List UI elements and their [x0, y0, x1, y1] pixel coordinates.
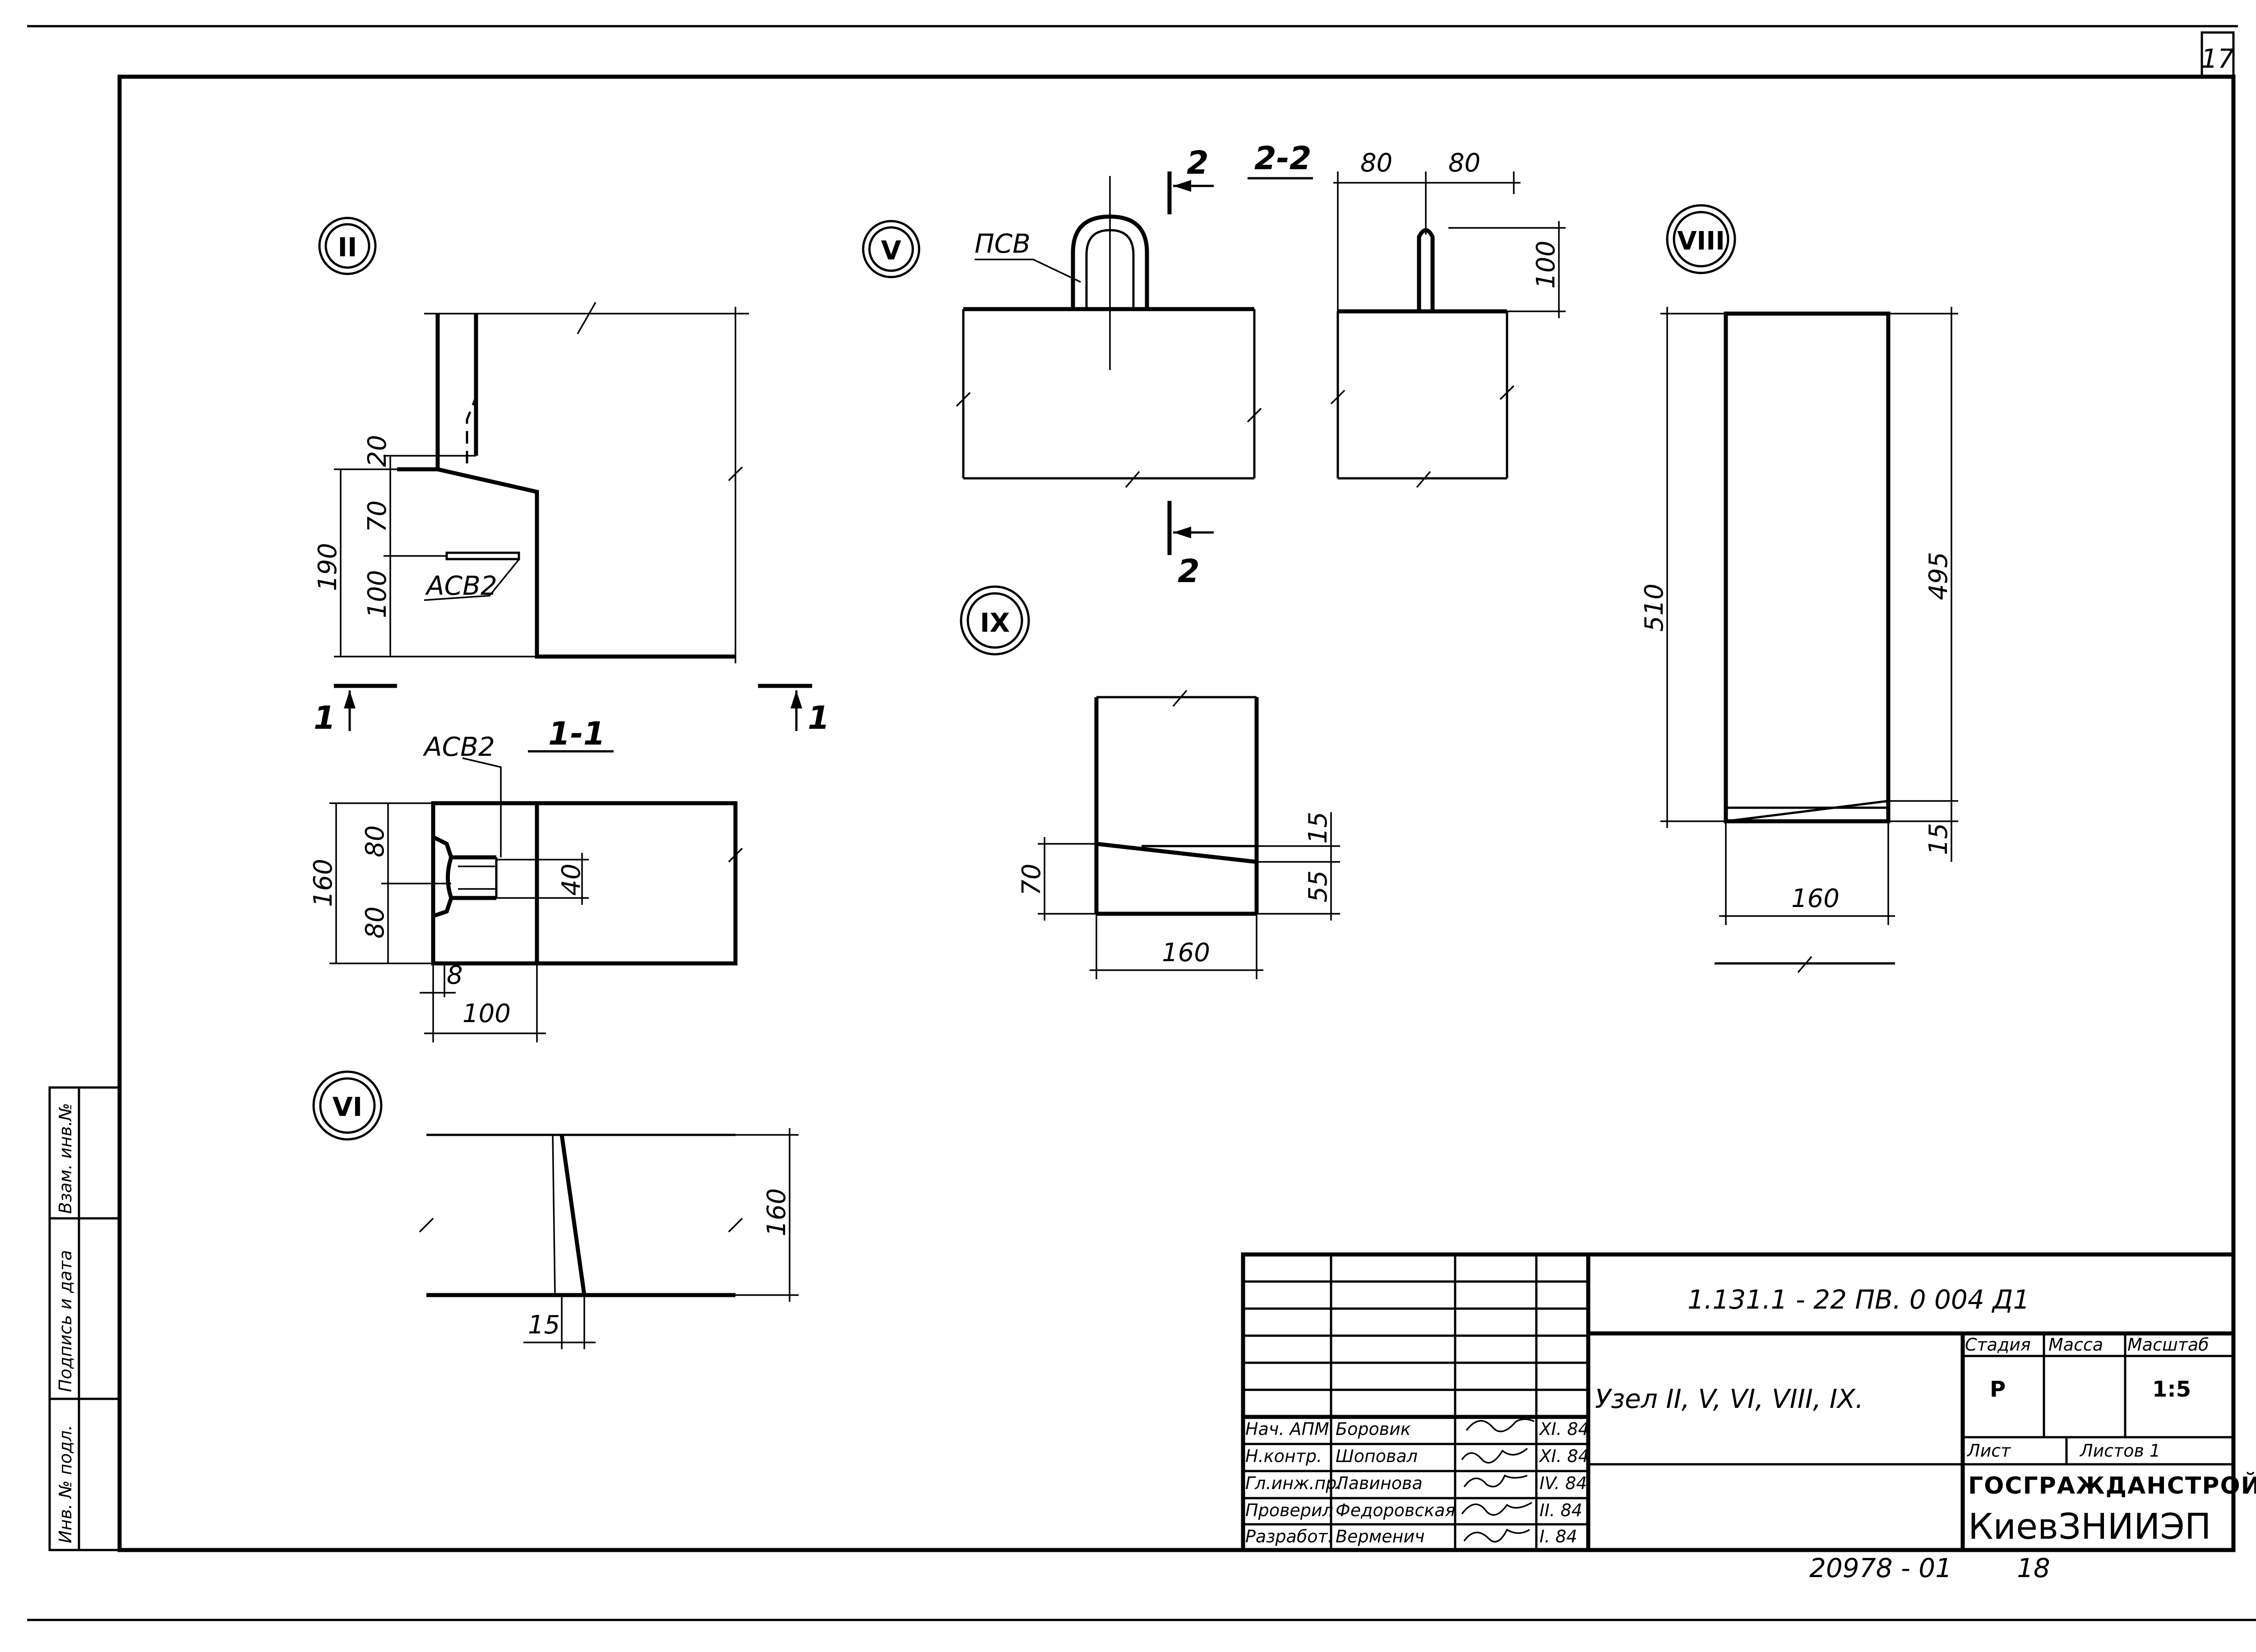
archive-number: 20978 - 01 — [1809, 1553, 1952, 1583]
side-stamp: Инв. № подл. Подпись и дата Взам. инв.№ — [48, 1086, 121, 1551]
role-1: Нач. АПМ — [1245, 1419, 1329, 1439]
dim-II-100: 100 — [363, 570, 392, 618]
node-IX-circle-outer — [960, 585, 1030, 656]
role-2: Н.контр. — [1245, 1446, 1322, 1466]
node-VI-circle-inner — [319, 1077, 376, 1134]
stage-header: Стадия — [1965, 1335, 2031, 1355]
name-5: Верменич — [1336, 1527, 1425, 1546]
name-1: Боровик — [1336, 1419, 1411, 1439]
node-IX-circle-inner — [966, 592, 1023, 649]
dim-1-1-160: 160 — [309, 859, 338, 907]
dim-VIII-160: 160 — [1791, 884, 1840, 913]
name-4: Федоровская — [1336, 1500, 1455, 1520]
dim-2-2-100: 100 — [1531, 241, 1561, 289]
node-VIII-circle-outer — [1666, 204, 1736, 274]
dim-1-1-40: 40 — [557, 864, 586, 896]
doc-title: Узел II, V, VI, VIII, IX. — [1595, 1384, 1863, 1414]
name-3: Лавинова — [1335, 1473, 1423, 1493]
org-name-2: КиевЗНИИЭП — [1968, 1507, 2211, 1547]
doc-code: 1.131.1 - 22 ПВ. 0 004 Д1 — [1687, 1284, 2029, 1315]
cut-2-bottom: 2 — [1178, 553, 1200, 590]
dim-1-1-80-top: 80 — [361, 825, 390, 857]
role-3: Гл.инж.пр. — [1245, 1473, 1342, 1493]
node-VIII-view: VIII 510 495 15 160 — [1640, 204, 1958, 973]
mass-header: Масса — [2048, 1335, 2103, 1355]
node-IX-label: IX — [980, 607, 1010, 638]
section-2-2-view: 2-2 80 80 100 — [1248, 140, 1566, 488]
date-4: II. 84 — [1539, 1500, 1582, 1520]
date-1: XI. 84 — [1539, 1419, 1589, 1439]
node-VI-label: VI — [333, 1092, 362, 1122]
asv2-rebar — [445, 551, 520, 560]
node-II-view: II АСВ2 20 70 100 190 1 1 — [313, 217, 830, 736]
role-5: Разработ. — [1245, 1527, 1333, 1546]
dim-VI-160: 160 — [762, 1188, 791, 1236]
node-VIII-label: VIII — [1677, 227, 1725, 256]
dim-VI-15: 15 — [528, 1310, 560, 1340]
node-V-psv-label: ПСВ — [975, 228, 1031, 259]
node-V-circle-outer — [862, 220, 920, 278]
drawing-frame — [117, 74, 2236, 1552]
section-1-1-title: 1-1 — [548, 715, 605, 752]
node-II-circle-inner — [324, 223, 370, 269]
section-1-1-view: 1-1 АСВ2 80 80 160 40 8 100 — [309, 715, 743, 1042]
dim-IX-70: 70 — [1017, 864, 1046, 896]
node-II-asv2-label: АСВ2 — [425, 570, 497, 601]
section-1-1-asv2-label: АСВ2 — [422, 731, 495, 762]
dim-II-20: 20 — [363, 435, 392, 467]
node-V-circle-inner — [868, 226, 914, 272]
stamp-vzam-inv: Взам. инв.№ — [55, 1103, 75, 1214]
stamp-podpis-data: Подпись и дата — [55, 1250, 75, 1392]
node-VIII-circle-inner — [1673, 211, 1729, 268]
dim-1-1-80-bottom: 80 — [361, 907, 390, 939]
sheet-number: 17 — [2201, 43, 2234, 74]
org-name-1: ГОСГРАЖДАНСТРОЙ — [1968, 1472, 2256, 1499]
sheet-number-box — [2201, 31, 2235, 78]
dim-II-70: 70 — [363, 500, 392, 532]
node-II-label: II — [337, 232, 357, 263]
cut-1-left: 1 — [314, 699, 336, 736]
date-5: I. 84 — [1539, 1527, 1577, 1546]
role-4: Проверил — [1245, 1500, 1333, 1520]
dim-IX-55: 55 — [1304, 870, 1333, 902]
stamp-inv-podl: Инв. № подл. — [55, 1425, 75, 1543]
cut-2-top: 2 — [1187, 144, 1209, 181]
dim-2-2-80-right: 80 — [1448, 148, 1480, 178]
node-VI-circle-outer — [312, 1070, 383, 1141]
cut-1-right: 1 — [808, 699, 830, 736]
title-block: Нач. АПМ Боровик XI. 84 Н.контр. Шоповал… — [1241, 1252, 2256, 1552]
dim-1-1-100: 100 — [462, 999, 511, 1028]
page-number: 18 — [2017, 1553, 2050, 1583]
section-2-2-title: 2-2 — [1254, 140, 1311, 177]
node-II-circle-outer — [318, 217, 377, 275]
scale-value: 1:5 — [2152, 1377, 2191, 1402]
dim-1-1-8: 8 — [447, 961, 463, 990]
scale-header: Масштаб — [2127, 1335, 2209, 1355]
date-3: IV. 84 — [1539, 1473, 1587, 1493]
node-V-view: V ПСВ 2 2 — [862, 144, 1262, 590]
sheets-label: Листов 1 — [2079, 1441, 2160, 1461]
stage-value: Р — [1990, 1377, 2006, 1402]
dim-VIII-15: 15 — [1924, 823, 1953, 855]
node-IX-view: IX 70 15 55 160 — [960, 585, 1340, 979]
signatures — [1461, 1418, 1535, 1543]
node-V-label: V — [881, 235, 901, 266]
dim-VIII-495: 495 — [1924, 552, 1953, 600]
node-VI-view: VI 160 15 — [312, 1070, 799, 1349]
date-2: XI. 84 — [1539, 1446, 1589, 1466]
dim-VIII-510: 510 — [1640, 583, 1669, 632]
dim-II-190: 190 — [313, 543, 342, 591]
name-2: Шоповал — [1336, 1446, 1418, 1466]
sheet-label: Лист — [1966, 1441, 2011, 1461]
dim-IX-160: 160 — [1162, 938, 1210, 967]
dim-IX-15: 15 — [1304, 812, 1333, 844]
dim-2-2-80-left: 80 — [1360, 148, 1392, 178]
